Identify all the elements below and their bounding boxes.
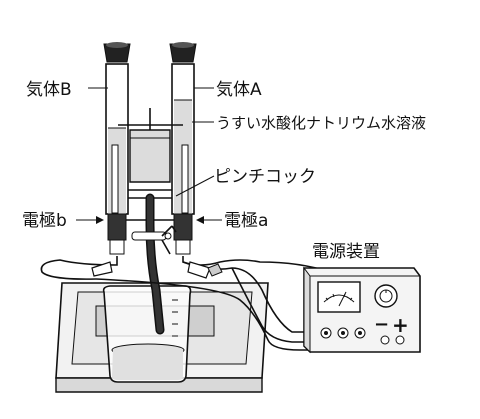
label-gas-a: 気体A: [216, 80, 262, 100]
label-electrode-b: 電極b: [22, 211, 67, 231]
leader-lines: [76, 87, 222, 224]
lead-wires: [40, 256, 401, 351]
label-pinchcock: ピンチコック: [214, 167, 316, 187]
rubber-tube: [145, 193, 165, 335]
beaker: [102, 285, 192, 383]
power-supply: [303, 266, 421, 354]
minus-sign: −: [374, 314, 389, 335]
plus-sign: +: [392, 313, 409, 337]
label-naoh-solution: うすい水酸化ナトリウム水溶液: [216, 114, 426, 132]
pinchcock: [131, 225, 177, 255]
label-electrode-a: 電極a: [224, 211, 268, 231]
label-power-supply: 電源装置: [312, 242, 380, 262]
label-gas-b: 気体B: [26, 80, 72, 100]
